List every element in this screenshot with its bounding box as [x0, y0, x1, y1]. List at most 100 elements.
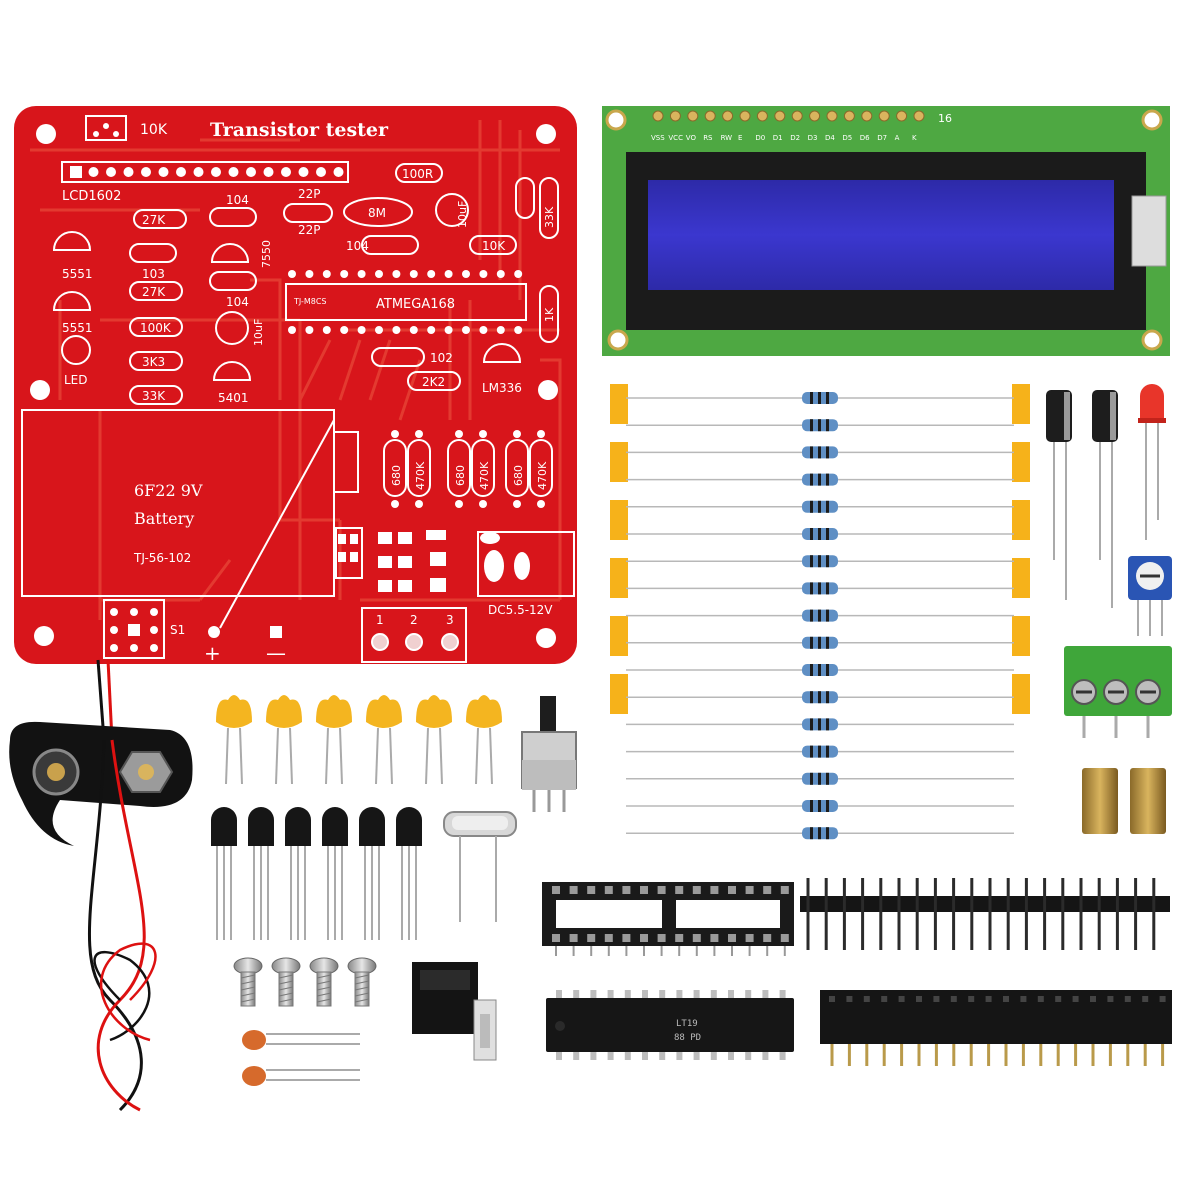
resistor-band — [810, 609, 813, 622]
resistor-band — [826, 392, 829, 404]
footprint-103 — [129, 243, 177, 263]
battery-snap-core — [47, 763, 65, 781]
mcu-pad — [479, 326, 488, 334]
mounting-hole — [34, 626, 54, 646]
footprint-cap-10uf-b — [215, 311, 249, 345]
resistor-band — [810, 745, 813, 758]
socket-hole — [640, 886, 648, 894]
footprint-5551-a — [52, 231, 92, 251]
lcd-pin-hole — [739, 110, 751, 122]
divider-resistor-pads — [391, 430, 545, 508]
lcd-pin-label: D1 — [773, 134, 783, 142]
ceramic-cap-lead — [375, 727, 379, 785]
socket-hole — [552, 934, 560, 942]
resistor-band — [810, 473, 813, 486]
chip-pin — [745, 990, 752, 998]
resistor-band — [810, 691, 813, 704]
socket-hole — [604, 886, 613, 894]
chip-notch — [555, 1021, 565, 1031]
tape-segment — [1012, 384, 1030, 424]
header-pad — [158, 167, 169, 177]
lcd-pin-label: VO — [686, 134, 697, 142]
footprint-470k-a — [407, 439, 431, 497]
label-crystal: 8M — [368, 206, 386, 220]
transistors — [211, 807, 422, 940]
switch-pad — [128, 624, 140, 636]
label-27k-b: 27K — [142, 285, 166, 299]
female-socket-hole — [1090, 996, 1096, 1002]
label-5401: 5401 — [218, 391, 249, 405]
socket-hole — [587, 886, 596, 894]
female-socket-hole — [950, 996, 957, 1002]
battery-wire-red — [99, 942, 157, 1042]
resistor-band — [826, 636, 829, 649]
ceramic-cap-lead — [275, 727, 279, 785]
female-header-body — [820, 990, 1172, 1044]
ceramic-cap-lead — [325, 727, 329, 785]
ceramic-cap-body — [416, 695, 452, 728]
mounting-hole — [536, 124, 556, 144]
screw-thread — [354, 992, 370, 997]
resistor-band — [818, 772, 821, 785]
label-470k-c: 470K — [536, 461, 549, 490]
header-pad — [316, 167, 326, 177]
switch-pad — [130, 608, 138, 616]
dc-jack-pad — [484, 550, 504, 582]
ceramic-cap-lead — [289, 727, 293, 785]
smd-pad — [378, 580, 392, 592]
label-104-b: 104 — [346, 239, 369, 253]
small-cap-body — [242, 1030, 266, 1050]
screw-thread — [354, 986, 370, 991]
screw-thread — [278, 986, 294, 991]
pot-pad — [113, 131, 119, 137]
footprint-104-c — [209, 271, 257, 291]
battery-clip — [9, 659, 193, 1112]
label-10uf-b: 10uF — [252, 319, 265, 346]
mcu-pad — [322, 270, 331, 278]
pcb-board: 10K Transistor tester LCD1602 — [14, 106, 577, 665]
resistor-band — [826, 664, 829, 676]
socket-hole — [780, 934, 789, 942]
footprint-10k — [469, 235, 517, 255]
footprint-7550 — [210, 243, 250, 263]
lcd-screen — [648, 180, 1114, 290]
label-100k: 100K — [140, 321, 172, 335]
resistor-band — [810, 419, 813, 432]
lcd-pin-hole — [687, 110, 699, 122]
transistor-body — [285, 807, 311, 846]
resistor-band — [810, 664, 813, 676]
female-socket-hole — [968, 996, 975, 1002]
footprint-100k — [129, 317, 183, 337]
mcu-pad — [322, 326, 331, 334]
footprint-test-socket — [361, 607, 467, 663]
resistor-band — [818, 718, 821, 731]
footprint-1k-side — [539, 285, 559, 343]
screw-thread — [354, 974, 370, 979]
screw-thread — [316, 980, 332, 985]
socket-hole — [675, 886, 684, 894]
smd-pad — [426, 530, 446, 540]
label-33k-side: 33K — [543, 206, 556, 228]
transistor-body — [322, 807, 348, 846]
pad — [415, 500, 423, 508]
resistor-band — [810, 718, 813, 731]
switch-label: S1 — [170, 623, 185, 637]
mcu-pad — [427, 326, 436, 334]
battery-outline — [21, 409, 335, 597]
battery-clip-outline — [333, 431, 359, 493]
crystal-oscillator — [443, 811, 517, 922]
label-102: 102 — [430, 351, 453, 365]
chip-pin — [728, 1052, 734, 1060]
board-title: Transistor tester — [210, 119, 389, 141]
lcd-pin-hole — [669, 110, 681, 122]
brass-standoff — [1082, 768, 1118, 834]
female-socket-hole — [846, 996, 853, 1002]
female-socket-hole — [1159, 996, 1166, 1002]
header-pad — [263, 167, 274, 177]
chip-pin — [710, 990, 717, 998]
push-switch — [521, 696, 577, 812]
silkscreen-labels: 100R 27K 104 22P 22P 8M 10uF 10K 33K 104… — [62, 167, 556, 665]
mcu-pad — [305, 270, 314, 278]
small-ceramic-caps — [242, 1030, 360, 1086]
mcu-pad — [409, 326, 418, 334]
